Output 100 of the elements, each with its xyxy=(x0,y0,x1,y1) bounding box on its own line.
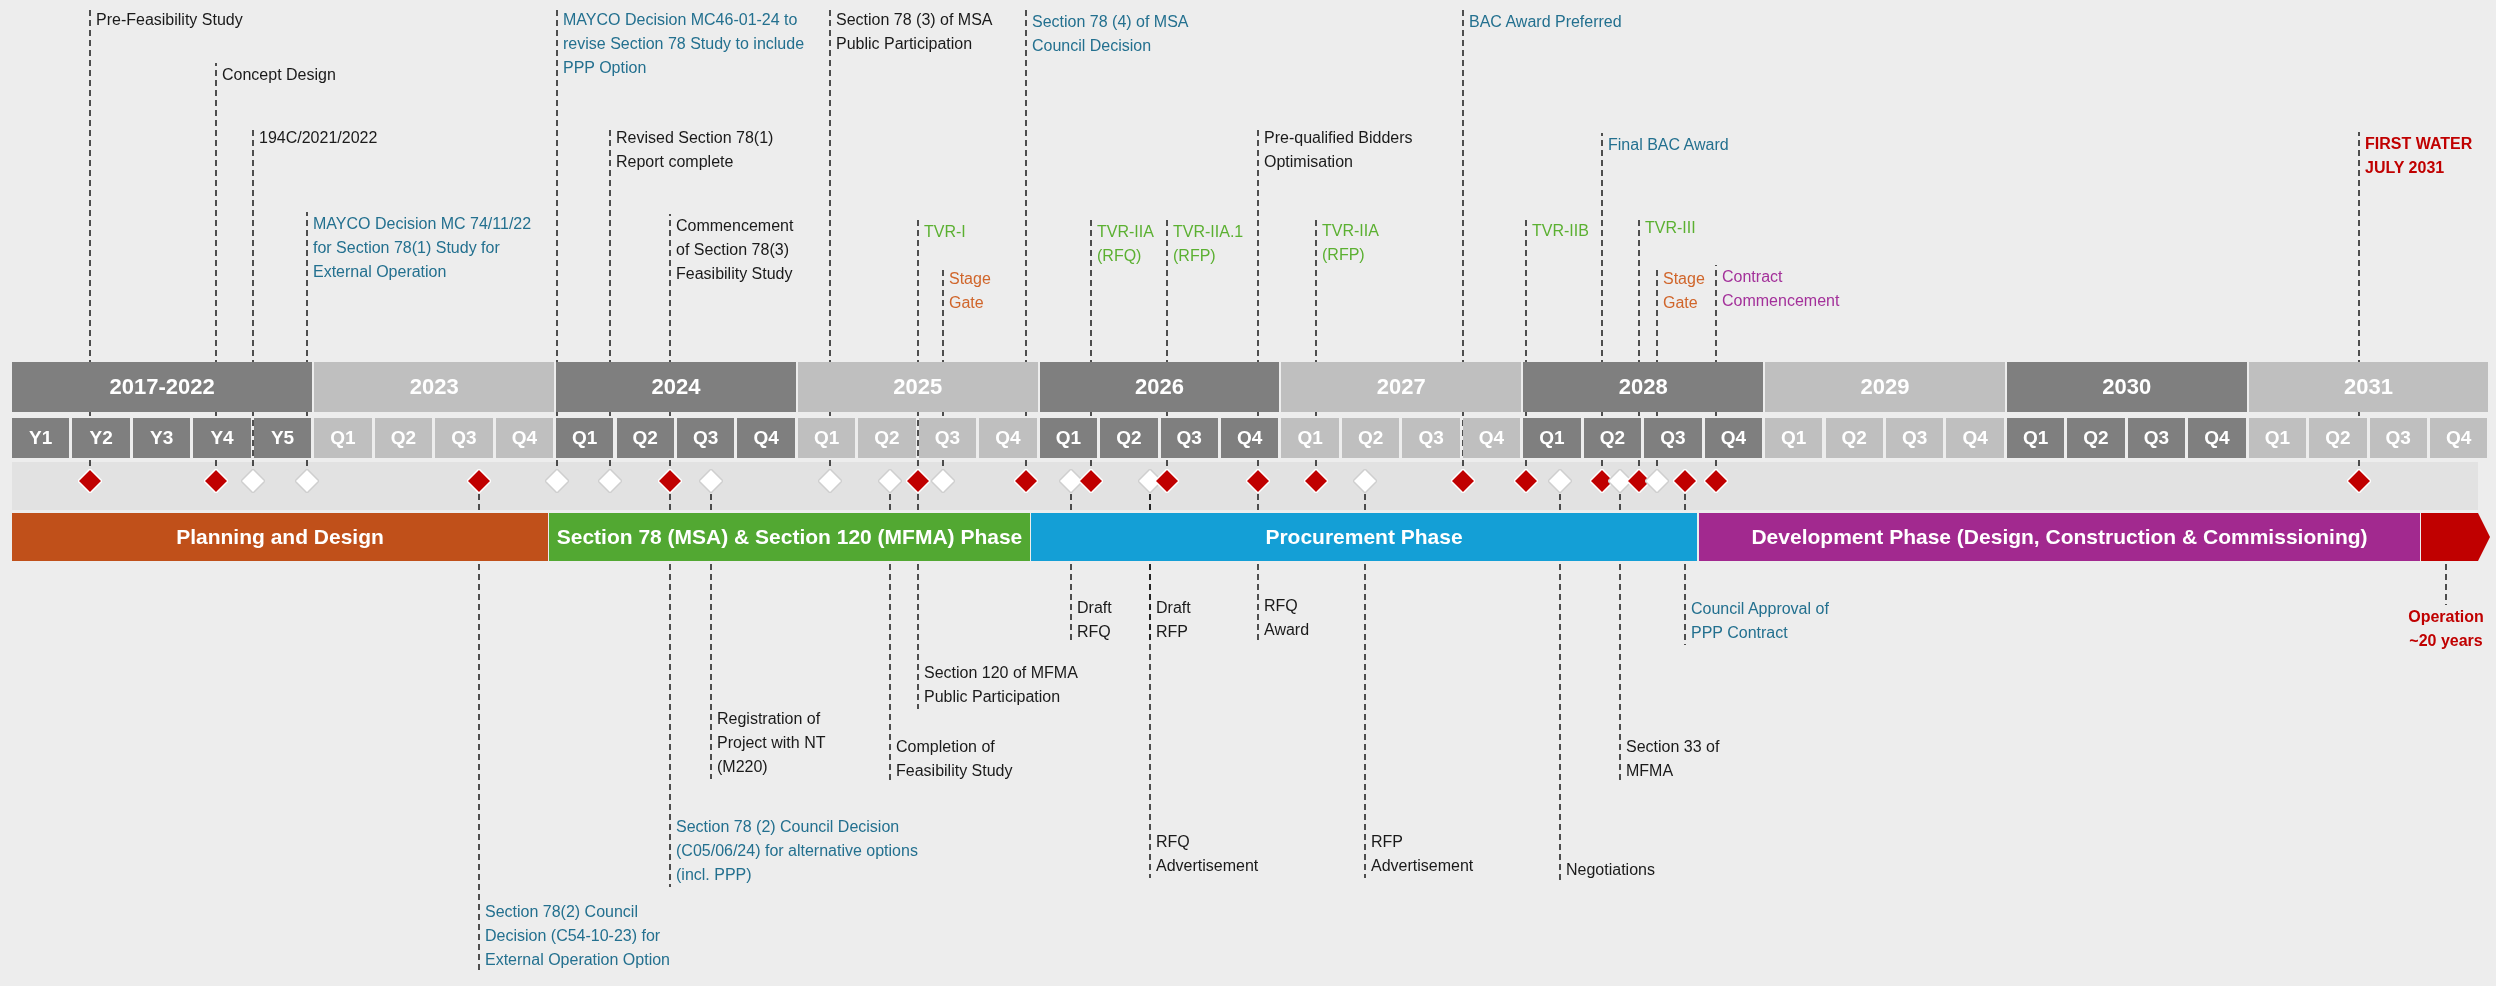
milestone-label: Concept Design xyxy=(216,63,366,87)
leader-line xyxy=(478,492,480,973)
milestone-label: Section 78 (2) Council Decision (C05/06/24) for alternative options (incl. PPP) xyxy=(670,815,950,887)
quarter-header: Q4 xyxy=(1221,418,1279,458)
quarter-header: Q1 xyxy=(1523,418,1581,458)
phase-bar: Development Phase (Design, Construction & Commissioning) xyxy=(1699,513,2420,561)
year-header: 2027 xyxy=(1281,362,1522,412)
milestone-diamond xyxy=(1353,469,1377,493)
quarter-header: Q3 xyxy=(2127,418,2186,458)
quarter-header: Q3 xyxy=(2369,418,2427,458)
quarter-header: Q2 xyxy=(2067,418,2125,458)
milestone-label: Council Approval of PPP Contract xyxy=(1685,597,1855,645)
milestone-diamond xyxy=(1514,469,1538,493)
milestone-label: RFQ Advertisement xyxy=(1150,830,1270,878)
milestone-label: Stage Gate xyxy=(1657,267,1712,315)
milestone-diamond xyxy=(658,469,682,493)
quarter-header: Q2 xyxy=(374,418,433,458)
quarter-header: Q4 xyxy=(737,418,795,458)
phase-bar xyxy=(2421,513,2490,561)
milestone-diamond xyxy=(906,469,930,493)
milestone-label: TVR-IIA.1 (RFP) xyxy=(1167,220,1252,268)
milestone-label: 194C/2021/2022 xyxy=(253,126,403,150)
milestone-label: Completion of Feasibility Study xyxy=(890,735,1030,783)
leader-line xyxy=(1559,492,1561,883)
quarter-header: Q3 xyxy=(918,418,977,458)
quarter-header: Q1 xyxy=(314,418,372,458)
milestone-label: RFQ Award xyxy=(1258,594,1328,642)
milestone-diamond xyxy=(1645,469,1669,493)
quarter-header: Q1 xyxy=(1765,418,1823,458)
milestone-label: BAC Award Preferred xyxy=(1463,10,1653,34)
milestone-diamond xyxy=(699,469,723,493)
milestone-diamond xyxy=(1704,469,1728,493)
milestone-label: Section 78 (4) of MSA Council Decision xyxy=(1026,10,1216,58)
phase-bar: Planning and Design xyxy=(12,513,548,561)
milestone-label: TVR-I xyxy=(918,220,978,244)
milestone-diamond xyxy=(1590,469,1614,493)
quarter-header: Y3 xyxy=(132,418,191,458)
milestone-diamond xyxy=(1673,469,1697,493)
milestone-diamond xyxy=(467,469,491,493)
quarter-header: Y1 xyxy=(12,418,70,458)
leader-line xyxy=(1364,492,1366,879)
quarter-header: Q1 xyxy=(2248,418,2307,458)
milestone-label: Draft RFQ xyxy=(1071,596,1131,644)
milestone-label: MAYCO Decision MC 74/11/22 for Section 78(1) Study for External Operation xyxy=(307,212,547,284)
year-header: 2025 xyxy=(797,362,1038,412)
milestone-diamond xyxy=(1079,469,1103,493)
quarter-header: Q2 xyxy=(2309,418,2367,458)
milestone-label: Registration of Project with NT (M220) xyxy=(711,707,836,779)
milestone-label: Revised Section 78(1) Report complete xyxy=(610,126,790,174)
quarter-header: Q1 xyxy=(797,418,856,458)
year-header: 2026 xyxy=(1039,362,1280,412)
quarter-header: Q2 xyxy=(858,418,916,458)
milestone-label: TVR-IIA (RFQ) xyxy=(1091,220,1163,268)
milestone-label: MAYCO Decision MC46-01-24 to revise Section 78 Study to include PPP Option xyxy=(557,8,807,80)
quarter-header: Q1 xyxy=(556,418,614,458)
milestone-label: Negotiations xyxy=(1560,858,1670,882)
quarter-header: Q4 xyxy=(2188,418,2246,458)
milestone-label: TVR-IIA (RFP) xyxy=(1316,219,1396,267)
quarter-header: Q2 xyxy=(616,418,674,458)
quarter-header: Q4 xyxy=(1704,418,1763,458)
milestone-diamond xyxy=(295,469,319,493)
milestone-diamond xyxy=(2347,469,2371,493)
quarter-header: Q4 xyxy=(1946,418,2004,458)
milestone-label: Section 78 (3) of MSA Public Participation xyxy=(830,8,1020,56)
leader-line xyxy=(1149,492,1151,879)
quarter-header: Q2 xyxy=(1583,418,1642,458)
milestone-label: Commencement of Section 78(3) Feasibility Study xyxy=(670,214,805,286)
quarter-header: Q3 xyxy=(1160,418,1218,458)
milestone-label: TVR-IIB xyxy=(1526,219,1598,243)
milestone-label: FIRST WATER JULY 2031 xyxy=(2359,132,2489,180)
quarter-header: Y4 xyxy=(193,418,251,458)
milestone-diamond xyxy=(878,469,902,493)
quarter-header: Q1 xyxy=(1281,418,1339,458)
milestone-label: TVR-III xyxy=(1639,216,1713,240)
year-header: 2029 xyxy=(1765,362,2005,412)
phase-bar: Section 78 (MSA) & Section 120 (MFMA) Phase xyxy=(549,513,1030,561)
year-header: 2030 xyxy=(2006,362,2247,412)
quarter-header: Q4 xyxy=(2430,418,2488,458)
milestone-diamond xyxy=(1627,469,1651,493)
milestone-diamond xyxy=(1608,469,1632,493)
year-header: 2024 xyxy=(556,362,796,412)
quarter-header: Q1 xyxy=(1039,418,1098,458)
milestone-diamond xyxy=(241,469,265,493)
year-header: 2017-2022 xyxy=(12,362,313,412)
quarter-header: Y2 xyxy=(72,418,130,458)
quarter-header: Q4 xyxy=(495,418,554,458)
milestone-label: Stage Gate xyxy=(943,267,998,315)
quarter-header: Q3 xyxy=(435,418,493,458)
milestone-diamond xyxy=(545,469,569,493)
quarter-header: Q2 xyxy=(1825,418,1883,458)
quarter-header: Q4 xyxy=(1462,418,1521,458)
milestone-label: RFP Advertisement xyxy=(1365,830,1485,878)
year-header: 2031 xyxy=(2248,362,2489,412)
milestone-label: Section 120 of MFMA Public Participation xyxy=(918,661,1093,709)
milestone-label: Contract Commencement xyxy=(1716,265,1851,313)
milestone-diamond xyxy=(1548,469,1572,493)
phase-bar: Procurement Phase xyxy=(1031,513,1697,561)
milestone-diamond xyxy=(931,469,955,493)
milestone-diamond xyxy=(1059,469,1083,493)
milestone-label: Pre-Feasibility Study xyxy=(90,8,310,32)
